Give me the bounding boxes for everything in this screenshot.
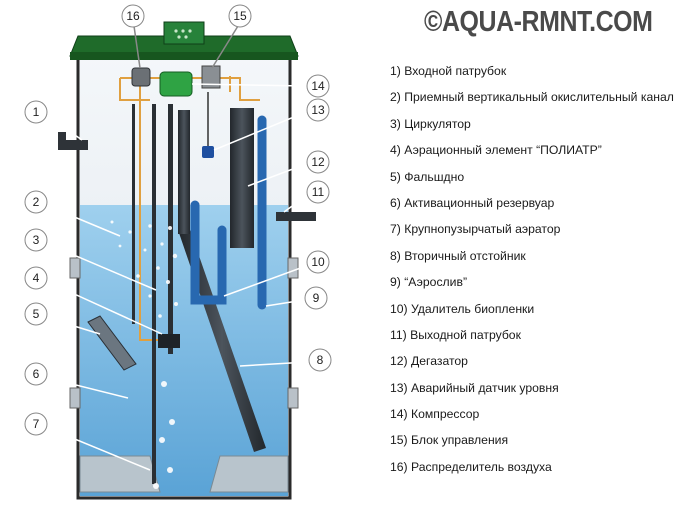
airlift-pipe bbox=[190, 115, 267, 310]
callout-11: 11 bbox=[283, 180, 330, 213]
svg-text:3: 3 bbox=[33, 233, 40, 247]
svg-text:4: 4 bbox=[33, 271, 40, 285]
degasser bbox=[230, 108, 254, 248]
svg-text:13: 13 bbox=[311, 103, 325, 117]
legend-item: 2) Приемный вертикальный окислительный к… bbox=[390, 90, 674, 105]
legend-item: 1) Входной патрубок bbox=[390, 64, 507, 78]
legend-item: 16) Распределитель воздуха bbox=[390, 459, 552, 474]
svg-text:5: 5 bbox=[33, 307, 40, 321]
svg-text:16: 16 bbox=[126, 9, 140, 23]
aeration-element bbox=[158, 334, 180, 348]
legend-item: 3) Циркулятор bbox=[390, 116, 471, 131]
svg-text:9: 9 bbox=[313, 291, 320, 305]
svg-text:7: 7 bbox=[33, 417, 40, 431]
legend-item: 7) Крупнопузырчатый аэратор bbox=[390, 222, 561, 237]
bubbles bbox=[110, 220, 178, 489]
callout-15: 15 bbox=[211, 4, 252, 69]
legend-item: 11) Выходной патрубок bbox=[390, 327, 521, 342]
legend-item: 5) Фальшдно bbox=[390, 169, 465, 184]
callout-16: 16 bbox=[121, 4, 145, 69]
svg-text:11: 11 bbox=[312, 185, 325, 199]
legend-item: 8) Вторичный отстойник bbox=[390, 248, 526, 263]
watermark-logo: ©AQUA-RMNT.COM bbox=[424, 6, 653, 38]
svg-text:2: 2 bbox=[33, 195, 40, 209]
callout-5: 5 bbox=[24, 302, 101, 335]
compressor bbox=[159, 71, 193, 97]
legend-item: 14) Компрессор bbox=[390, 407, 480, 422]
inlet-pipe bbox=[58, 132, 88, 150]
callout-13: 13 bbox=[213, 98, 330, 151]
callout-7: 7 bbox=[24, 412, 151, 471]
legend-item: 15) Блок управления bbox=[390, 433, 509, 448]
biofilm-remover-pipe bbox=[178, 110, 266, 452]
svg-text:12: 12 bbox=[311, 155, 325, 169]
control-unit bbox=[201, 65, 221, 89]
lid bbox=[69, 21, 299, 60]
legend-item: 10) Удалитель биопленки bbox=[390, 301, 535, 316]
callout-1: 1 bbox=[24, 100, 83, 141]
svg-text:14: 14 bbox=[311, 79, 325, 93]
legend-item: 9) “Аэрослив” bbox=[390, 275, 467, 290]
svg-text:8: 8 bbox=[317, 353, 324, 367]
callout-12: 12 bbox=[247, 150, 330, 187]
svg-text:1: 1 bbox=[33, 105, 40, 119]
legend-list: 1) Входной патрубок 2) Приемный вертикал… bbox=[390, 61, 675, 483]
legend-item: 4) Аэрационный элемент “ПОЛИАТР” bbox=[390, 143, 602, 158]
callout-3: 3 bbox=[24, 228, 157, 291]
callout-6: 6 bbox=[24, 362, 129, 399]
outlet-pipe bbox=[276, 212, 316, 221]
callout-14: 14 bbox=[191, 74, 330, 98]
svg-text:15: 15 bbox=[233, 9, 247, 23]
legend-item: 6) Активационный резервуар bbox=[390, 195, 555, 210]
legend-item: 13) Аварийный датчик уровня bbox=[390, 380, 559, 395]
callout-9: 9 bbox=[265, 286, 328, 310]
level-sensor bbox=[202, 92, 214, 158]
callout-10: 10 bbox=[223, 250, 330, 297]
callout-8: 8 bbox=[239, 348, 332, 372]
callout-4: 4 bbox=[24, 266, 163, 335]
legend-item: 12) Дегазатор bbox=[390, 354, 468, 369]
false-bottom-plate bbox=[87, 315, 137, 371]
air-distributor bbox=[131, 67, 151, 87]
callout-2: 2 bbox=[24, 190, 121, 237]
svg-text:6: 6 bbox=[33, 367, 40, 381]
svg-text:10: 10 bbox=[311, 255, 325, 269]
